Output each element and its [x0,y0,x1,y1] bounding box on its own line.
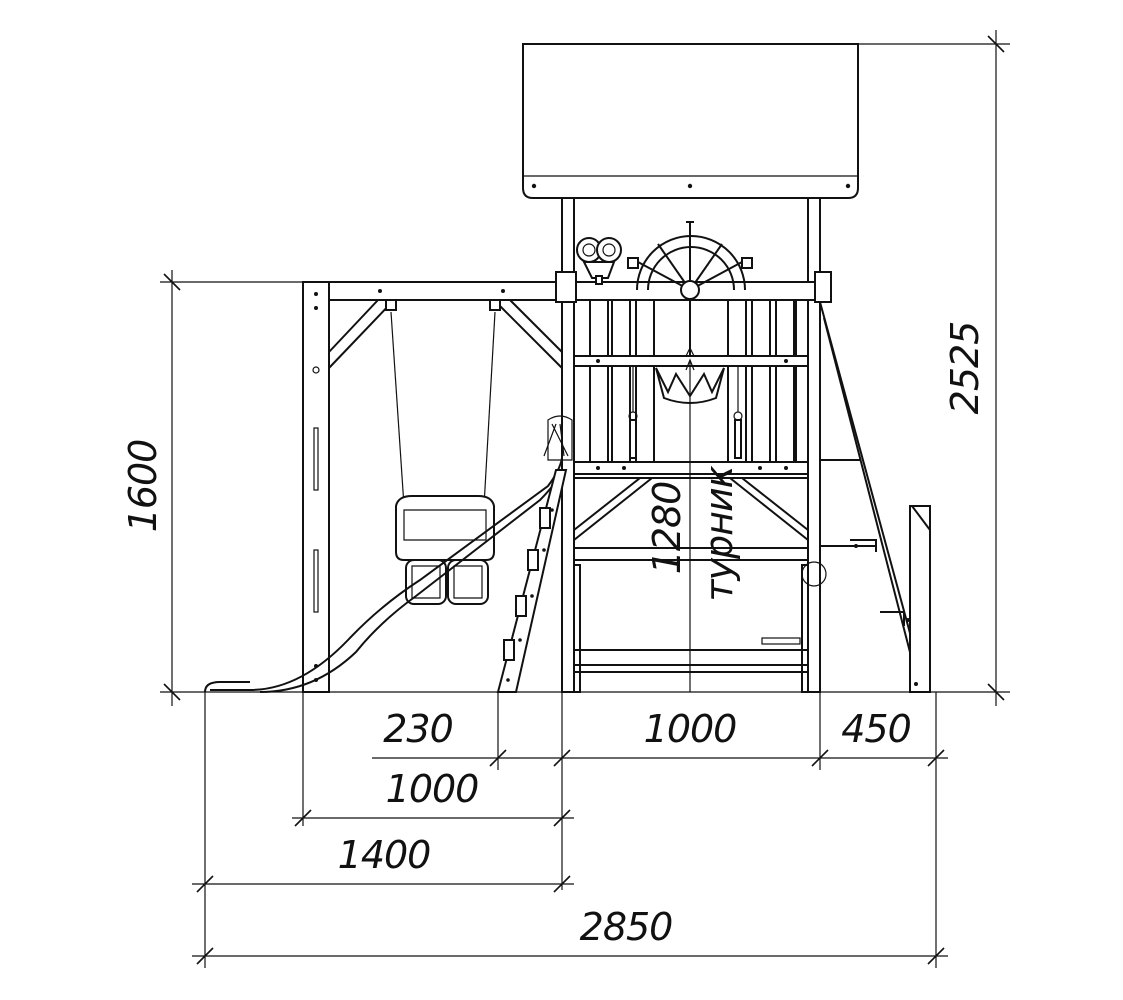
dimension-lines [160,30,1010,968]
tower-frame [561,197,821,693]
label-pullup-bar: турник [697,465,741,601]
dim-overall-width: 2850 [580,905,673,949]
dim-platform-height: 1280 [645,482,689,575]
top-beam [302,271,832,303]
climbing-wall [496,469,568,693]
dim-swing-height: 1600 [121,440,165,533]
binoculars [576,237,622,285]
steering-wheel [627,221,753,360]
railing [573,299,809,479]
dim-total-height: 2525 [943,322,987,415]
dim-tower-width: 1000 [644,707,737,751]
dim-slide-width: 1400 [338,833,431,877]
platform-braces [573,477,809,541]
swing-frame [302,281,563,693]
dim-ladder-width: 230 [383,707,453,751]
swing-seat [385,299,501,605]
roof-panel [522,43,859,199]
right-ladder [801,301,931,693]
dim-swing-width: 1000 [386,767,479,811]
dim-right-offset: 450 [841,707,911,751]
gymnastic-rings [628,366,743,459]
